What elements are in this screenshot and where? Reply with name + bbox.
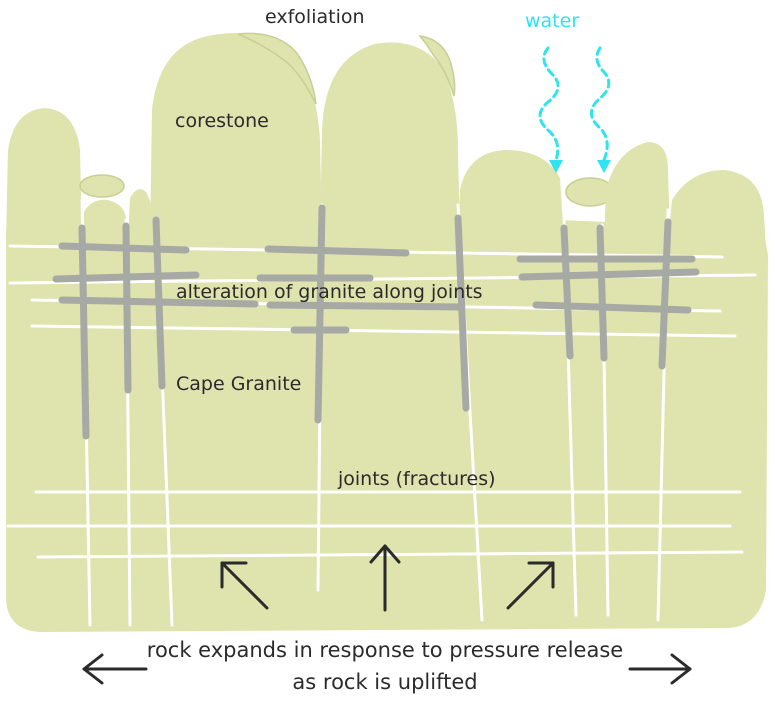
- alteration-v-1: [78, 224, 90, 440]
- granite-pillar-left: [6, 108, 82, 240]
- water-arrowhead-2: [597, 160, 611, 173]
- boulder-small-3: [128, 189, 156, 240]
- joint-h-7: [36, 550, 744, 559]
- label-joints: joints (fractures): [337, 468, 496, 490]
- boulder-small-1: [79, 174, 125, 198]
- alteration-v-2: [122, 222, 132, 394]
- label-water: water: [525, 10, 579, 32]
- water-drip-icon-2: [590, 46, 611, 162]
- alteration-h-3: [58, 296, 259, 308]
- corestone-pillar: [150, 33, 322, 240]
- granite-pillar-right: [668, 170, 766, 250]
- alteration-h-10: [532, 301, 692, 314]
- label-cape-granite: Cape Granite: [176, 373, 301, 395]
- alteration-h-2: [52, 271, 200, 283]
- labels: exfoliation water corestone alteration o…: [147, 6, 623, 694]
- alteration-v-5: [454, 214, 470, 412]
- arrow-up-icon: [369, 544, 401, 612]
- label-alteration: alteration of granite along joints: [176, 281, 483, 303]
- label-exfoliation: exfoliation: [265, 6, 365, 28]
- water-drip-icon: [538, 46, 560, 162]
- arrow-right-icon: [628, 653, 692, 685]
- granite-pillar-right-inner: [604, 142, 670, 240]
- alteration-v-8: [658, 218, 672, 370]
- granite-base-block: [6, 222, 768, 632]
- water-arrowhead-1: [549, 160, 563, 173]
- exfoliation-sheet: [237, 32, 317, 105]
- alteration-zones: [52, 204, 700, 440]
- granite-pillar-right-middle: [458, 150, 564, 240]
- caption-line-2: as rock is uplifted: [292, 670, 477, 694]
- arrow-up-left-icon: [220, 561, 269, 610]
- alteration-h-1: [58, 242, 190, 254]
- granite-pillar-middle: [320, 42, 460, 240]
- alteration-v-6: [560, 224, 574, 360]
- caption-line-1: rock expands in response to pressure rel…: [147, 638, 623, 662]
- arrow-left-icon: [82, 653, 148, 685]
- alteration-v-4: [314, 204, 326, 424]
- boulder-small-2: [82, 199, 128, 240]
- alteration-v-7: [596, 224, 608, 362]
- label-corestone: corestone: [175, 110, 269, 132]
- expansion-arrows: [82, 544, 692, 685]
- rock-body: [6, 32, 768, 632]
- alteration-h-4: [264, 245, 410, 257]
- joint-h-4: [30, 324, 737, 338]
- exfoliation-sheet-middle: [418, 34, 456, 97]
- alteration-h-9: [518, 268, 700, 281]
- arrow-up-right-icon: [506, 561, 555, 610]
- water-indicator: [538, 46, 611, 173]
- granite-gap-fill: [560, 220, 606, 240]
- alteration-h-6: [266, 301, 464, 311]
